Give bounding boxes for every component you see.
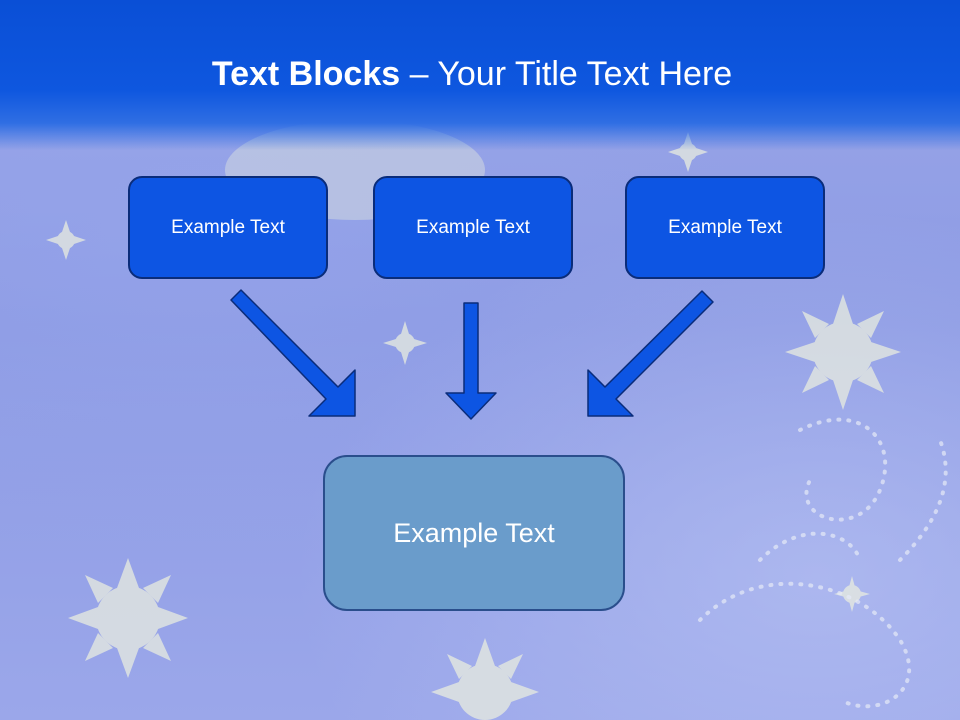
star-icon <box>46 220 86 260</box>
text-block-bottom: Example Text <box>323 455 625 611</box>
arrow-center-down <box>445 302 497 420</box>
text-block-left: Example Text <box>128 176 328 279</box>
text-block-center: Example Text <box>373 176 573 279</box>
arrow-left-diagonal <box>230 289 356 417</box>
slide-title: Text Blocks – Your Title Text Here <box>0 52 944 96</box>
dotted-swirl <box>758 531 862 562</box>
text-block-center-label: Example Text <box>416 216 530 238</box>
text-block-right-label: Example Text <box>668 216 782 238</box>
title-rest-text: Your Title Text Here <box>437 55 733 93</box>
text-block-left-label: Example Text <box>171 216 285 238</box>
dotted-swirl <box>798 417 888 522</box>
sun-icon <box>431 638 539 720</box>
arrow-right-diagonal <box>587 290 714 417</box>
text-block-right: Example Text <box>625 176 825 279</box>
title-separator: – <box>400 55 438 93</box>
sun-icon <box>785 294 901 410</box>
star-icon <box>383 321 427 365</box>
dotted-swirl <box>898 438 948 562</box>
text-block-bottom-label: Example Text <box>393 517 555 548</box>
title-bold-text: Text Blocks <box>211 55 401 93</box>
sun-icon <box>68 558 188 678</box>
title-banner <box>0 0 960 150</box>
